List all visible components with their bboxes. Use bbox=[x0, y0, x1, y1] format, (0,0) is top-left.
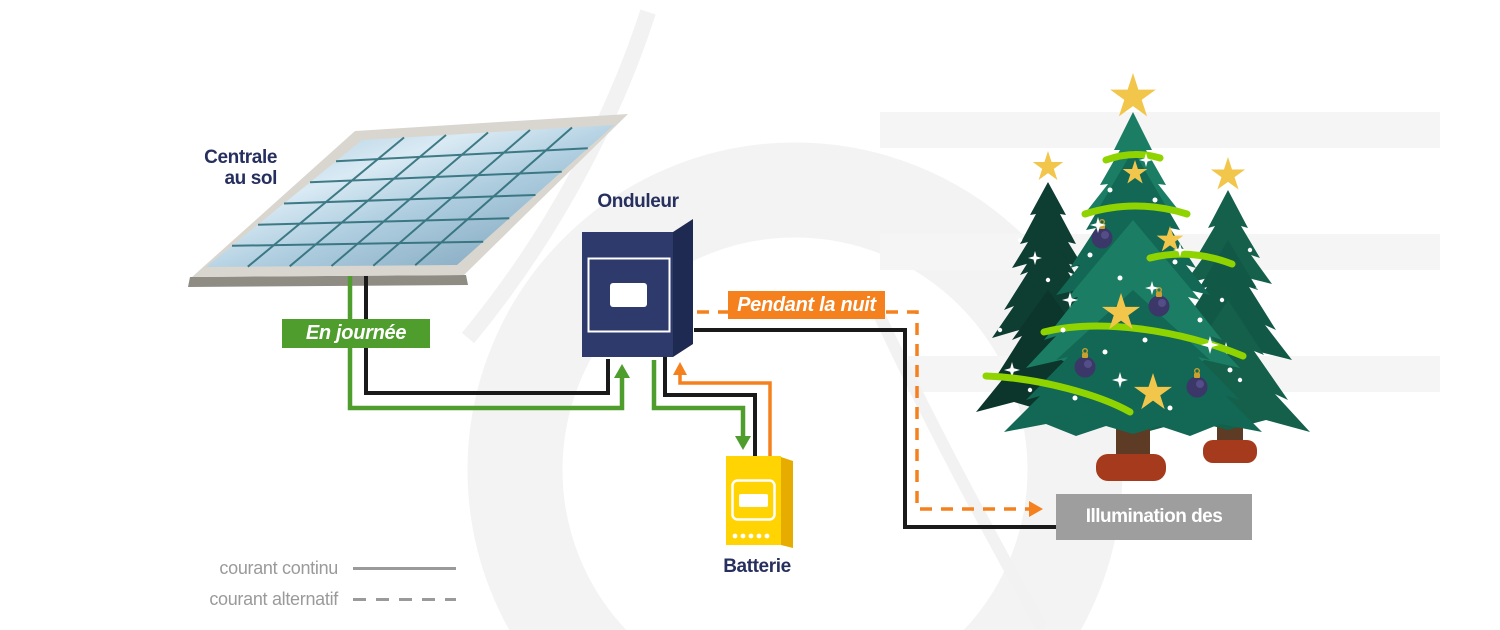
inverter-title: Onduleur bbox=[597, 191, 679, 212]
right-tree-snow-dots bbox=[1219, 247, 1303, 403]
main-tree bbox=[982, 73, 1262, 481]
dc-wire-black-inverter-to-battery bbox=[663, 357, 757, 458]
illumination-badge: Illumination des sapins bbox=[1056, 494, 1252, 573]
green-up-arrowhead-icon bbox=[614, 364, 630, 378]
ac-wire-black-inverter-to-load bbox=[694, 328, 1057, 529]
legend-ac-label: courant alternatif bbox=[209, 588, 338, 609]
dc-wire-orange-battery-to-inverter bbox=[673, 362, 772, 458]
panel-grid-lines bbox=[231, 126, 588, 268]
panel-frame-bottom-side bbox=[188, 275, 468, 287]
dc-wire-green-inverter-to-battery bbox=[651, 360, 751, 450]
inverter-display bbox=[610, 283, 647, 307]
ornament-balls bbox=[1074, 218, 1208, 398]
left-tree-snow-dots bbox=[997, 237, 1051, 393]
battery-panel-frame bbox=[731, 479, 776, 521]
inverter-side bbox=[673, 219, 693, 357]
legend-dc-line-sample bbox=[353, 566, 456, 570]
legend-dc-label: courant continu bbox=[219, 557, 338, 578]
legend: courant continu courant alternatif bbox=[180, 556, 456, 618]
panel-glass bbox=[206, 125, 614, 267]
day-badge: En journée bbox=[282, 319, 430, 348]
green-down-arrowhead-icon bbox=[735, 436, 751, 450]
orange-right-arrowhead-icon bbox=[1029, 501, 1043, 517]
panel-title-line1: Centrale bbox=[204, 147, 277, 168]
inverter-illustration bbox=[582, 219, 693, 357]
inverter-panel-frame bbox=[587, 257, 671, 333]
battery-indicator-dots bbox=[732, 533, 770, 539]
garlands bbox=[982, 151, 1247, 416]
panel-title-line2: au sol bbox=[224, 168, 277, 189]
christmas-trees-illustration bbox=[976, 73, 1310, 481]
battery-illustration bbox=[726, 456, 793, 548]
legend-row-dc: courant continu bbox=[180, 556, 456, 580]
solar-panel-illustration bbox=[188, 114, 628, 287]
night-badge: Pendant la nuit bbox=[728, 291, 885, 319]
battery-display bbox=[739, 494, 768, 507]
legend-row-ac: courant alternatif bbox=[180, 587, 456, 611]
panel-title: Centrale au sol bbox=[180, 147, 277, 189]
legend-ac-line-sample bbox=[353, 597, 456, 601]
battery-title: Batterie bbox=[723, 556, 791, 577]
main-tree-snow-dots bbox=[1060, 187, 1233, 411]
orange-up-arrowhead-icon bbox=[673, 362, 687, 375]
battery-side bbox=[781, 457, 793, 548]
